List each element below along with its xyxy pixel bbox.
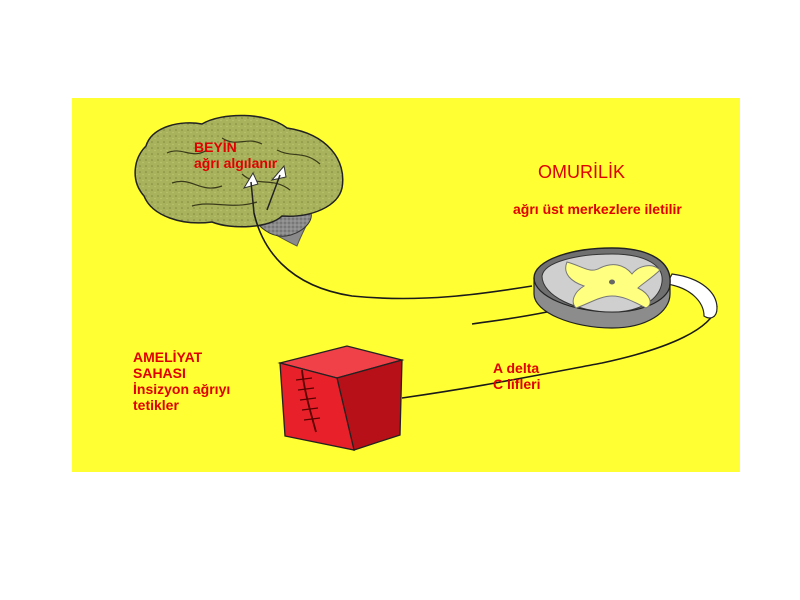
fibers-line-2: C lifleri xyxy=(493,376,541,393)
surgery-site-line-3: İnsizyon ağrıyı xyxy=(133,381,231,398)
spinal-cord-cross-section-icon xyxy=(533,247,718,329)
spinal-cord-subtitle: ağrı üst merkezlere iletilir xyxy=(513,201,682,217)
surgery-site-line-4: tetikler xyxy=(133,397,179,414)
arrow-up-icon xyxy=(266,164,287,211)
surgery-site-line-2: SAHASI xyxy=(133,365,186,382)
brain-title: BEYİN xyxy=(194,139,237,155)
nerve-pathways xyxy=(253,212,718,399)
surgery-site-label: AMELİYAT SAHASI İnsizyon ağrıyı tetikler xyxy=(133,349,230,413)
arrow-up-icon xyxy=(242,171,259,214)
spinal-cord-title: OMURİLİK xyxy=(538,162,626,182)
brain-icon xyxy=(134,114,344,247)
fibers-label: A delta C lifleri xyxy=(493,360,540,392)
diagram-canvas xyxy=(72,98,740,472)
brain-label: BEYİN ağrı algılanır xyxy=(194,139,277,171)
fibers-line-1: A delta xyxy=(493,360,540,376)
diagram-panel: BEYİN ağrı algılanır OMURİLİK ağrı üst m… xyxy=(72,98,740,472)
surgery-site-line-1: AMELİYAT xyxy=(133,349,203,365)
brain-subtitle: ağrı algılanır xyxy=(194,155,278,172)
tissue-block-icon xyxy=(277,345,405,451)
